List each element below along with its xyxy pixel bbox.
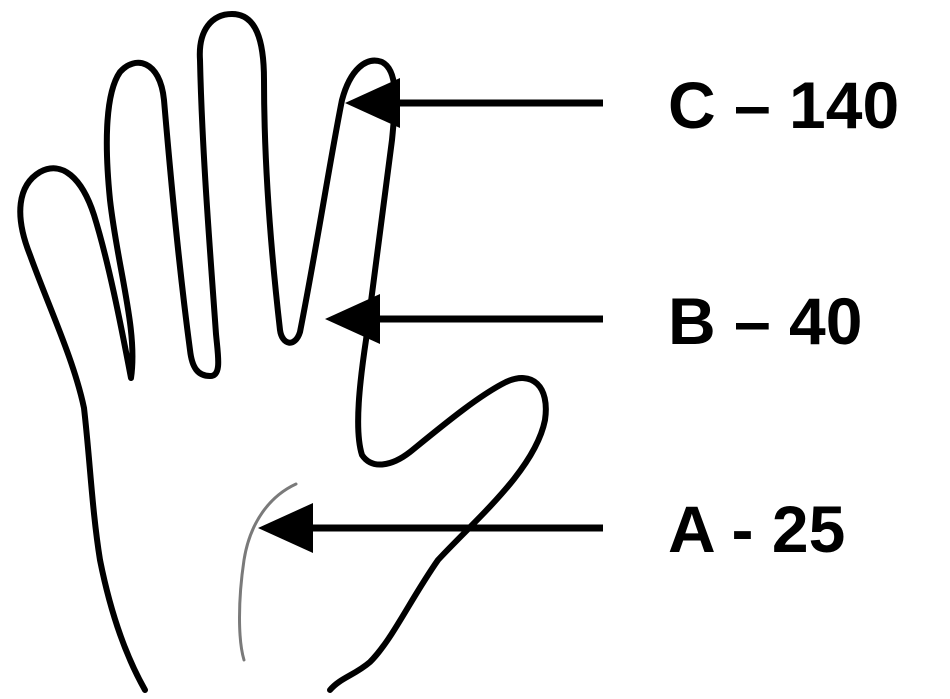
callout-label-b: B – 40	[668, 284, 862, 358]
palm-crease	[238, 482, 298, 662]
arrow-a-head	[258, 503, 313, 553]
arrow-b-head	[325, 294, 380, 344]
callout-label-a: A - 25	[668, 492, 845, 566]
arrow-c-head	[345, 78, 400, 128]
callout-label-c: C – 140	[668, 68, 899, 142]
hand-outline	[17, 11, 549, 693]
